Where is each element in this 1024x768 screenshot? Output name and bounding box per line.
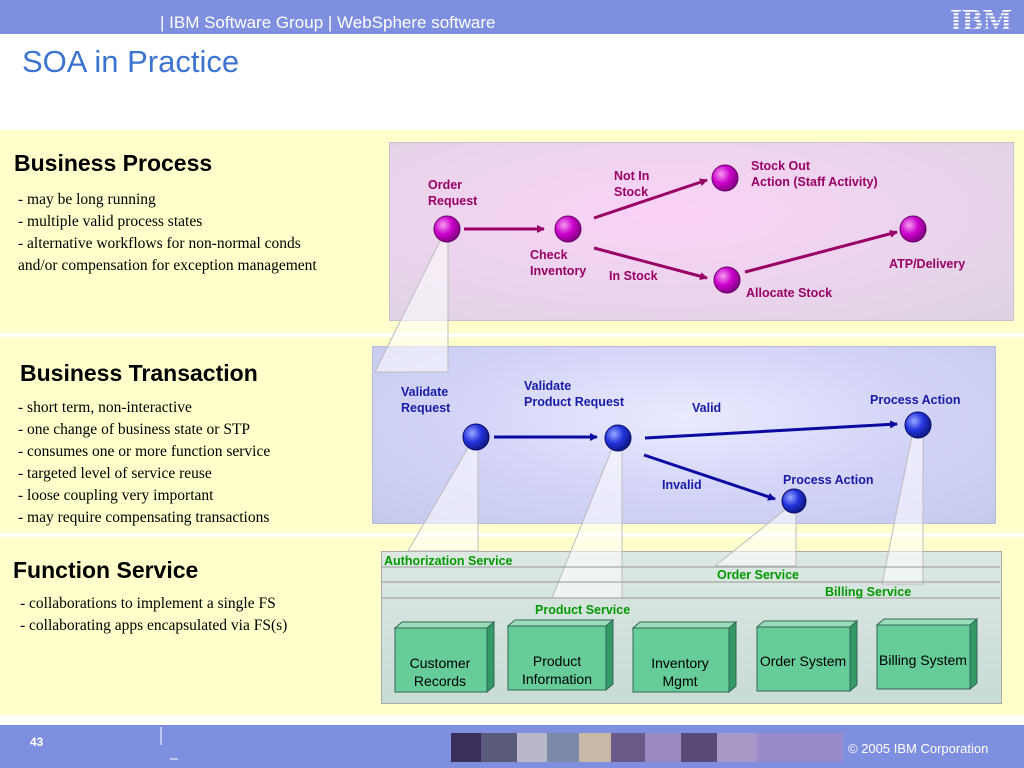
label-validate-request: Validate Request bbox=[401, 385, 451, 415]
business-process-bullets: may be long running multiple valid proce… bbox=[18, 189, 317, 277]
box-label-inventory-mgmt: Inventory Mgmt bbox=[651, 655, 709, 689]
arrow-to-process-action-bottom bbox=[643, 453, 776, 501]
cone-product-to-validate-product bbox=[551, 448, 623, 599]
box-label-product-information: Product Information bbox=[521, 653, 593, 687]
cone-auth-to-validate bbox=[407, 445, 479, 552]
bullet-item: alternative workflows for non-normal con… bbox=[18, 233, 317, 255]
label-atp-delivery: ATP/Delivery bbox=[889, 257, 966, 271]
label-order-service: Order Service bbox=[717, 568, 799, 582]
bullet-item-continuation: and/or compensation for exception manage… bbox=[18, 257, 317, 274]
box-label-customer-records: Customer Records bbox=[409, 655, 471, 689]
arrow-check-to-stockout bbox=[593, 178, 708, 220]
box-label-order-system: Order System bbox=[759, 653, 847, 669]
node-check-inventory bbox=[554, 215, 582, 243]
node-stock-out bbox=[711, 164, 739, 192]
footer-separator bbox=[160, 727, 178, 760]
bullet-item: targeted level of service reuse bbox=[18, 463, 270, 485]
node-validate-request bbox=[462, 423, 490, 451]
box-product-information bbox=[506, 618, 615, 692]
label-check-inventory: Check Inventory bbox=[530, 248, 587, 278]
system-boxes bbox=[393, 617, 979, 694]
label-authorization-service: Authorization Service bbox=[384, 554, 513, 568]
node-process-action-bottom bbox=[781, 488, 807, 514]
page-number: 43 bbox=[30, 735, 44, 749]
bullet-item: may be long running bbox=[18, 189, 317, 211]
connector-cones bbox=[374, 238, 924, 599]
header-bar bbox=[0, 0, 1024, 34]
process-arrows bbox=[464, 178, 898, 281]
arrow-to-process-action-top bbox=[644, 420, 898, 440]
node-validate-product-request bbox=[604, 424, 632, 452]
node-order-request bbox=[433, 215, 461, 243]
business-process-title: Business Process bbox=[14, 150, 213, 176]
label-process-action-top: Process Action bbox=[870, 393, 961, 407]
label-valid: Valid bbox=[692, 401, 722, 415]
label-stock-out: Stock Out Action (Staff Activity) bbox=[751, 159, 878, 189]
cone-order-to-process-action bbox=[713, 508, 797, 567]
label-process-action-bottom: Process Action bbox=[783, 473, 874, 487]
process-nodes bbox=[433, 164, 927, 294]
bullet-item: multiple valid process states bbox=[18, 211, 317, 233]
footer-image-strip bbox=[451, 733, 843, 762]
bullet-item: collaborations to implement a single FS bbox=[20, 593, 287, 615]
bullet-item: short term, non-interactive bbox=[18, 397, 270, 419]
page-title: SOA in Practice bbox=[22, 44, 240, 79]
label-billing-service: Billing Service bbox=[825, 585, 912, 599]
business-transaction-title: Business Transaction bbox=[20, 360, 258, 386]
copyright: © 2005 IBM Corporation bbox=[848, 741, 989, 756]
service-rails bbox=[381, 566, 1000, 599]
ibm-logo: IBM bbox=[950, 3, 1012, 33]
cone-billing-to-process-action bbox=[881, 435, 924, 585]
label-allocate-stock: Allocate Stock bbox=[746, 286, 833, 300]
box-inventory-mgmt bbox=[631, 620, 738, 694]
cone-validate-to-order bbox=[374, 238, 449, 373]
arrow-allocate-to-atp bbox=[744, 229, 898, 274]
function-service-bullets: collaborations to implement a single FS … bbox=[20, 593, 287, 637]
box-label-billing-system: Billing System bbox=[879, 652, 967, 668]
bullet-item: consumes one or more function service bbox=[18, 441, 270, 463]
bullet-item: one change of business state or STP bbox=[18, 419, 270, 441]
label-not-in-stock: Not In Stock bbox=[614, 169, 650, 199]
label-validate-product-request: Validate Product Request bbox=[524, 379, 625, 409]
function-service-title: Function Service bbox=[13, 557, 199, 583]
bullet-item: collaborating apps encapsulated via FS(s… bbox=[20, 615, 287, 637]
label-invalid: Invalid bbox=[662, 478, 702, 492]
node-allocate-stock bbox=[713, 266, 741, 294]
node-process-action-top bbox=[904, 411, 932, 439]
bullet-item: loose coupling very important bbox=[18, 485, 270, 507]
bullet-item: may require compensating transactions bbox=[18, 507, 270, 529]
business-transaction-bullets: short term, non-interactive one change o… bbox=[18, 397, 270, 529]
box-customer-records bbox=[393, 620, 496, 694]
arrow-check-to-allocate bbox=[593, 246, 708, 281]
transaction-arrows bbox=[494, 420, 898, 501]
node-atp-delivery bbox=[899, 215, 927, 243]
ibm-logo-text: IBM bbox=[950, 3, 1012, 33]
label-in-stock: In Stock bbox=[609, 269, 658, 283]
transaction-nodes bbox=[462, 411, 932, 514]
label-order-request: Order Request bbox=[428, 178, 478, 208]
label-product-service: Product Service bbox=[535, 603, 631, 617]
box-billing-system bbox=[875, 617, 979, 691]
box-order-system bbox=[755, 619, 859, 693]
header-group-text: | IBM Software Group | WebSphere softwar… bbox=[160, 13, 496, 32]
